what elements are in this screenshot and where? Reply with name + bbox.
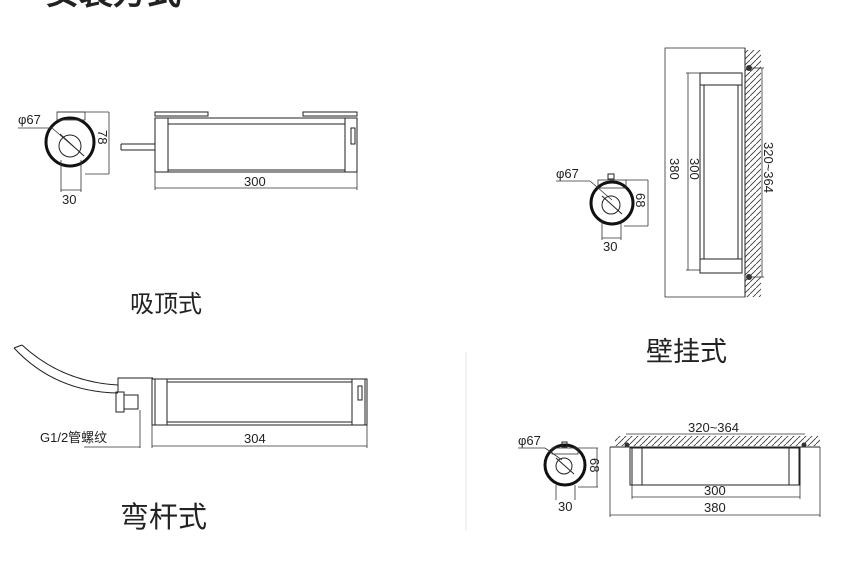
wall-mount-end-view: φ67 68 30 <box>556 166 649 254</box>
base-width-label: 30 <box>603 239 617 254</box>
length-label: 300 <box>244 174 266 189</box>
flat-mount-end-view: φ67 68 30 <box>518 433 602 514</box>
spacing-label: 320~364 <box>761 142 776 193</box>
ceiling-mount-label: 吸顶式 <box>130 291 202 318</box>
base-width-label: 30 <box>62 192 76 207</box>
ceiling-mount-end-view: φ67 78 30 <box>18 111 110 207</box>
overall-label: 380 <box>704 500 726 515</box>
height-label: 78 <box>95 130 110 144</box>
diameter-label: φ67 <box>18 112 41 127</box>
spacing-label: 320~364 <box>688 420 739 435</box>
flat-mount-side-view: 320~364 300 380 <box>609 420 821 517</box>
height-label: 68 <box>587 458 602 472</box>
ceiling-mount-side-view: 300 <box>120 111 358 190</box>
length-label: 300 <box>687 158 702 180</box>
base-width-label: 30 <box>558 499 572 514</box>
diameter-label: φ67 <box>518 433 541 448</box>
height-label: 68 <box>633 193 648 207</box>
wall-mount-label: 壁挂式 <box>646 337 727 367</box>
wall-mount-side-view: 380 300 320~364 <box>664 47 776 298</box>
length-label: 304 <box>244 431 266 446</box>
length-label: 300 <box>704 483 726 498</box>
page-title: 安装方式 <box>45 0 181 12</box>
thread-label: G1/2管螺纹 <box>40 430 107 445</box>
bent-rod-side-view: G1/2管螺纹 304 <box>13 344 368 448</box>
overall-label: 380 <box>667 158 682 180</box>
bent-rod-mount-label: 弯杆式 <box>120 501 207 534</box>
diameter-label: φ67 <box>556 166 579 181</box>
